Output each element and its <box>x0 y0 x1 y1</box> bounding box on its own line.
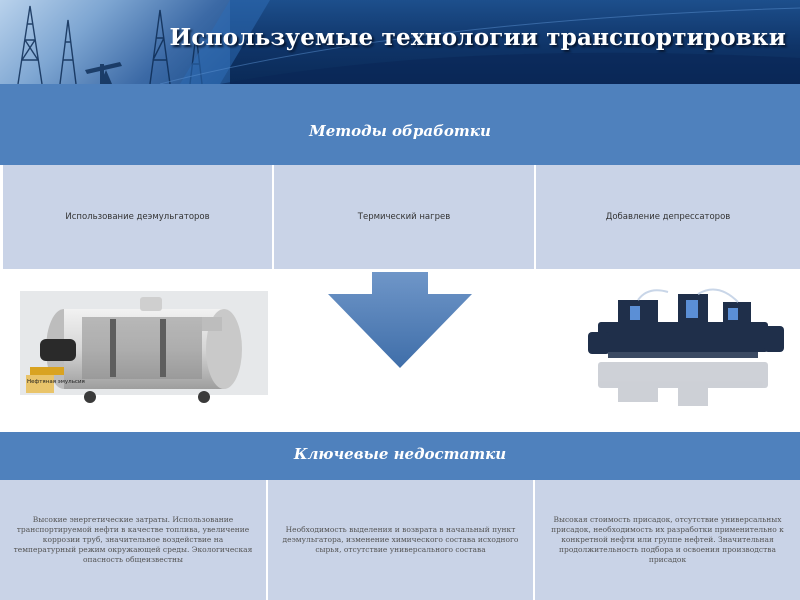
cell-divider <box>266 480 268 600</box>
page-title: Используемые технологии транспортировки <box>169 24 786 51</box>
down-arrow-icon <box>328 272 472 368</box>
method-depressants: Добавление депрессаторов <box>536 165 800 269</box>
cell-divider <box>272 165 274 269</box>
separator-label: Нефтяная эмульсия <box>27 379 85 385</box>
drawback-demulsifier: Необходимость выделения и возврата в нач… <box>268 480 533 600</box>
methods-header: Методы обработки <box>0 84 800 165</box>
drawback-thermal: Высокие энергетические затраты. Использо… <box>0 480 266 600</box>
separator-tank-image: Нефтяная эмульсия <box>20 291 268 403</box>
header-banner: Используемые технологии транспортировки <box>0 0 800 84</box>
drawback-depressant: Высокая стоимость присадок, отсутствие у… <box>535 480 800 600</box>
methods-title: Методы обработки <box>309 122 491 140</box>
header-swoosh <box>160 0 800 84</box>
drawbacks-header: Ключевые недостатки <box>0 432 800 480</box>
method-thermal-heating: Термический нагрев <box>274 165 534 269</box>
drawbacks-title: Ключевые недостатки <box>293 445 507 463</box>
method-demulsifiers: Использование деэмульгаторов <box>3 165 272 269</box>
cell-divider <box>534 165 536 269</box>
depressant-dosing-unit-image <box>588 288 784 406</box>
cell-divider <box>533 480 535 600</box>
